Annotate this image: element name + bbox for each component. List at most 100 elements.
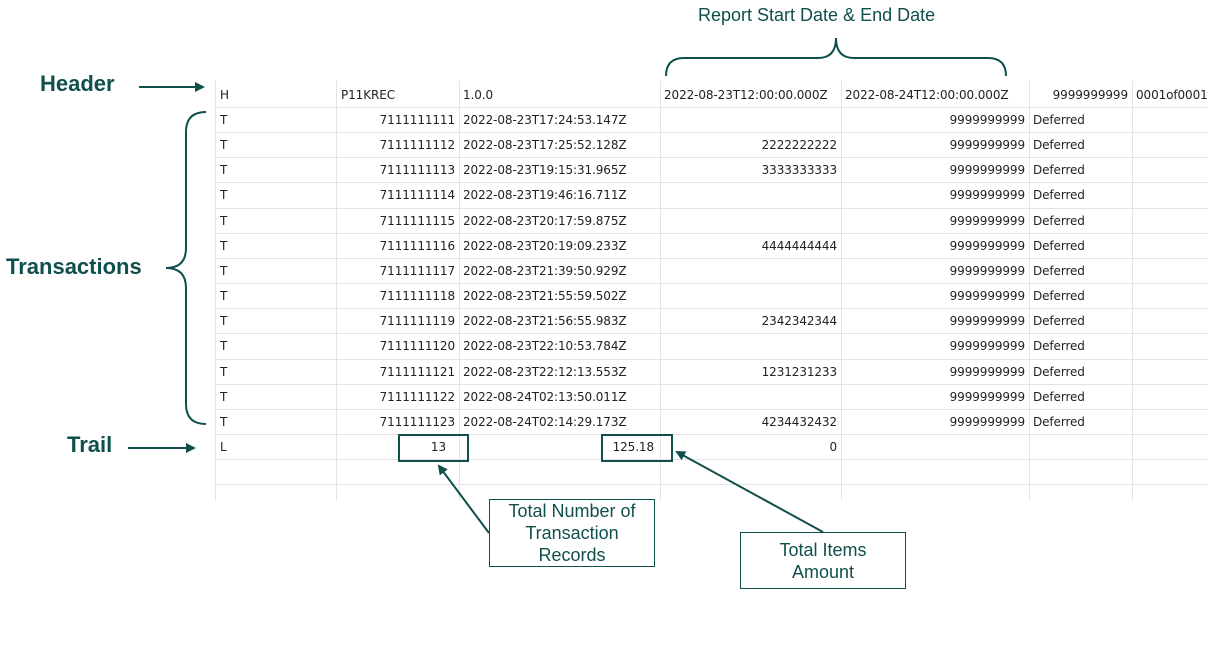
tx-timestamp: 2022-08-23T21:56:55.983Z bbox=[463, 314, 627, 328]
tx-type: T bbox=[220, 113, 228, 127]
header-row-version: 1.0.0 bbox=[463, 88, 494, 102]
tx-status: Deferred bbox=[1033, 289, 1085, 303]
callout-line: Amount bbox=[791, 561, 855, 582]
tx-status: Deferred bbox=[1033, 415, 1085, 429]
tx-account: 9999999999 bbox=[949, 214, 1025, 228]
grid-row-line bbox=[215, 208, 1208, 209]
total-amount-highlight bbox=[601, 434, 673, 462]
callout-line: Total Number of bbox=[508, 501, 636, 521]
tx-type: T bbox=[220, 239, 228, 253]
grid-column-line bbox=[1029, 81, 1030, 500]
tx-status: Deferred bbox=[1033, 339, 1085, 353]
tx-id: 7111111116 bbox=[379, 239, 455, 253]
tx-account: 9999999999 bbox=[949, 264, 1025, 278]
grid-row-line bbox=[215, 434, 1208, 435]
grid-row-line bbox=[215, 132, 1208, 133]
callout-line: Records bbox=[538, 545, 606, 565]
record-count-highlight bbox=[398, 434, 469, 462]
tx-status: Deferred bbox=[1033, 113, 1085, 127]
tx-id: 7111111112 bbox=[379, 138, 455, 152]
tx-id: 7111111115 bbox=[379, 214, 455, 228]
tx-timestamp: 2022-08-23T20:17:59.875Z bbox=[463, 214, 627, 228]
total-records-callout: Total Number of Transaction Records bbox=[489, 499, 655, 567]
grid-row-line bbox=[215, 384, 1208, 385]
tx-type: T bbox=[220, 365, 228, 379]
tx-status: Deferred bbox=[1033, 239, 1085, 253]
callout-line: Transaction bbox=[525, 523, 619, 543]
tx-type: T bbox=[220, 163, 228, 177]
tx-status: Deferred bbox=[1033, 264, 1085, 278]
tx-timestamp: 2022-08-23T21:55:59.502Z bbox=[463, 289, 627, 303]
tx-id: 7111111111 bbox=[379, 113, 455, 127]
tx-account: 9999999999 bbox=[949, 415, 1025, 429]
tx-type: T bbox=[220, 415, 228, 429]
grid-row-line bbox=[215, 308, 1208, 309]
trail-row-total-amount: 125.18 bbox=[612, 440, 654, 454]
tx-id: 7111111122 bbox=[379, 390, 455, 404]
tx-type: T bbox=[220, 339, 228, 353]
tx-id: 7111111118 bbox=[379, 289, 455, 303]
tx-account: 9999999999 bbox=[949, 138, 1025, 152]
tx-id: 7111111117 bbox=[379, 264, 455, 278]
grid-column-line bbox=[841, 81, 842, 500]
tx-account: 9999999999 bbox=[949, 289, 1025, 303]
grid-row-line bbox=[215, 484, 1208, 485]
header-row-start-date: 2022-08-23T12:00:00.000Z bbox=[664, 88, 828, 102]
tx-timestamp: 2022-08-23T19:46:16.711Z bbox=[463, 188, 627, 202]
tx-timestamp: 2022-08-24T02:13:50.011Z bbox=[463, 390, 627, 404]
report-dates-label: Report Start Date & End Date bbox=[698, 5, 936, 25]
header-row-type: H bbox=[220, 88, 229, 102]
grid-column-line bbox=[336, 81, 337, 500]
tx-type: T bbox=[220, 390, 228, 404]
trail-label: Trail bbox=[67, 432, 113, 457]
tx-ref: 4234432432 bbox=[761, 415, 837, 429]
tx-type: T bbox=[220, 188, 228, 202]
tx-status: Deferred bbox=[1033, 214, 1085, 228]
tx-type: T bbox=[220, 314, 228, 328]
record-count-arrow bbox=[437, 464, 490, 534]
tx-account: 9999999999 bbox=[949, 339, 1025, 353]
tx-id: 7111111113 bbox=[379, 163, 455, 177]
tx-id: 7111111123 bbox=[379, 415, 455, 429]
trail-row-type: L bbox=[220, 440, 227, 454]
grid-row-line bbox=[215, 107, 1208, 108]
tx-timestamp: 2022-08-23T21:39:50.929Z bbox=[463, 264, 627, 278]
tx-timestamp: 2022-08-23T17:24:53.147Z bbox=[463, 113, 627, 127]
tx-timestamp: 2022-08-24T02:14:29.173Z bbox=[463, 415, 627, 429]
tx-ref: 2222222222 bbox=[761, 138, 837, 152]
grid-column-line bbox=[660, 81, 661, 500]
grid-column-line bbox=[459, 81, 460, 500]
header-label: Header bbox=[40, 71, 115, 96]
tx-timestamp: 2022-08-23T20:19:09.233Z bbox=[463, 239, 627, 253]
tx-ref: 4444444444 bbox=[761, 239, 837, 253]
grid-row-line bbox=[215, 233, 1208, 234]
tx-account: 9999999999 bbox=[949, 163, 1025, 177]
tx-timestamp: 2022-08-23T22:12:13.553Z bbox=[463, 365, 627, 379]
tx-status: Deferred bbox=[1033, 138, 1085, 152]
trail-row-record-count: 13 bbox=[430, 440, 446, 454]
tx-account: 9999999999 bbox=[949, 239, 1025, 253]
grid-row-line bbox=[215, 359, 1208, 360]
tx-id: 7111111119 bbox=[379, 314, 455, 328]
total-amount-arrow bbox=[675, 451, 824, 533]
tx-type: T bbox=[220, 214, 228, 228]
header-row-code: P11KREC bbox=[341, 88, 395, 102]
tx-status: Deferred bbox=[1033, 390, 1085, 404]
tx-id: 7111111114 bbox=[379, 188, 455, 202]
tx-id: 7111111120 bbox=[379, 339, 455, 353]
transactions-brace bbox=[165, 111, 207, 425]
tx-ref: 1231231233 bbox=[761, 365, 837, 379]
transactions-label: Transactions bbox=[6, 254, 142, 279]
tx-id: 7111111121 bbox=[379, 365, 455, 379]
tx-account: 9999999999 bbox=[949, 314, 1025, 328]
tx-type: T bbox=[220, 264, 228, 278]
tx-status: Deferred bbox=[1033, 314, 1085, 328]
tx-type: T bbox=[220, 289, 228, 303]
header-row-end-date: 2022-08-24T12:00:00.000Z bbox=[845, 88, 1009, 102]
tx-type: T bbox=[220, 138, 228, 152]
grid-column-line bbox=[1132, 81, 1133, 500]
total-amount-callout: Total Items Amount bbox=[740, 532, 906, 589]
tx-timestamp: 2022-08-23T22:10:53.784Z bbox=[463, 339, 627, 353]
